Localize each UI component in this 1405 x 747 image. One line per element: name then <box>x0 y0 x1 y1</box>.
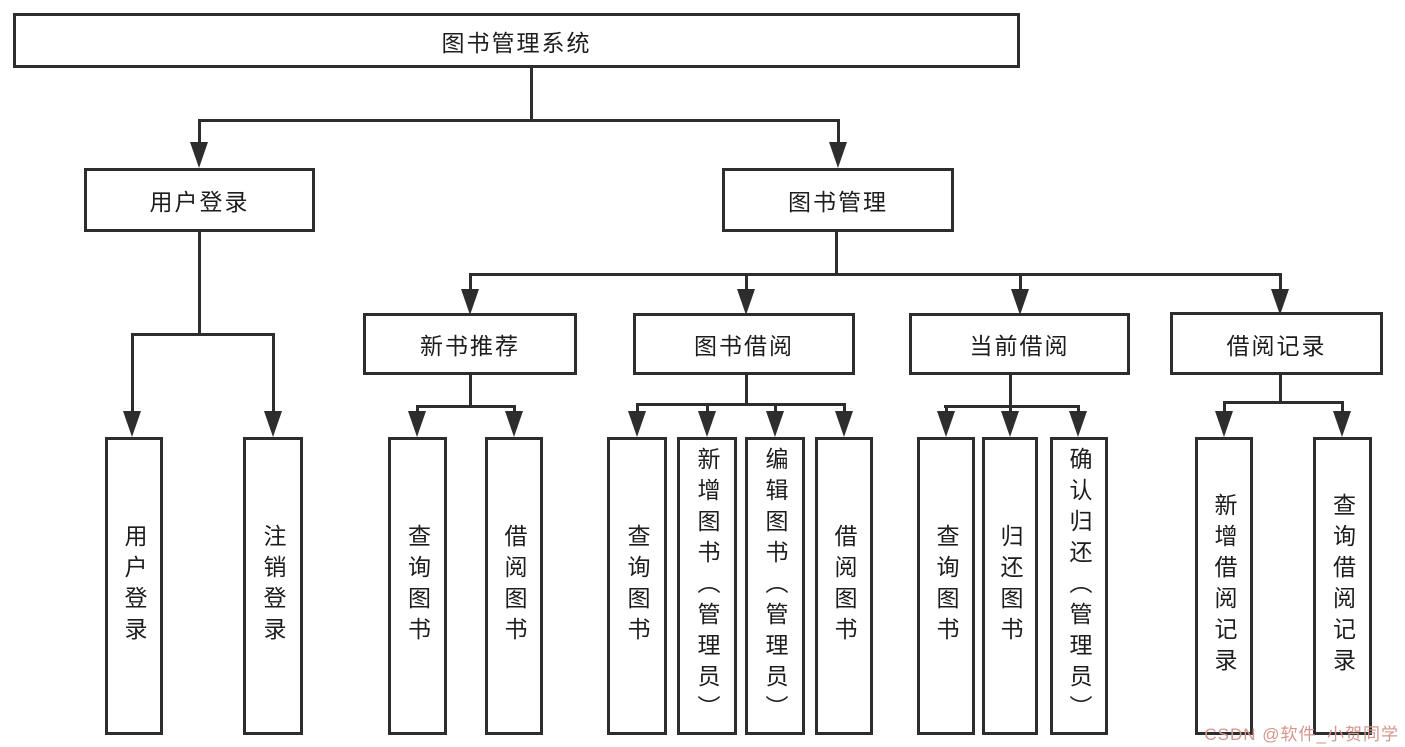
node-library-management-system: 图书管理系统 <box>13 13 1020 68</box>
connector-arm-book-borrow <box>745 276 748 292</box>
leaf-confirm-return-admin: 确认归还（管理员） <box>1050 437 1108 735</box>
connector-borrow-record-rail <box>1223 401 1344 404</box>
leaf-borrow-book-1: 借阅图书 <box>485 437 543 735</box>
connector-user-login-stem <box>198 230 201 336</box>
arrowhead-borrow-record <box>1271 289 1289 315</box>
arrowhead-query-3 <box>937 411 955 437</box>
connector-arm-leaf-logout <box>272 336 275 414</box>
connector-borrow-record-stem <box>1279 373 1282 404</box>
leaf-add-book-admin: 新增图书（管理员） <box>677 437 737 735</box>
connector-arm-query-2 <box>636 405 639 414</box>
arrowhead-add-book <box>698 411 716 437</box>
connector-arm-edit-book <box>774 405 777 414</box>
connector-book-mgmt-stem <box>835 230 838 276</box>
node-current-borrow: 当前借阅 <box>909 313 1130 375</box>
arrowhead-query-2 <box>628 411 646 437</box>
arrowhead-edit-book <box>766 411 784 437</box>
leaf-query-book-3: 查询图书 <box>917 437 975 735</box>
arrowhead-borrow-1 <box>505 411 523 437</box>
node-book-borrow: 图书借阅 <box>633 313 855 375</box>
connector-arm-borrow-record <box>1279 276 1282 292</box>
connector-new-book-rail <box>416 405 516 408</box>
leaf-logout: 注销登录 <box>243 437 303 735</box>
connector-arm-leaf-user-login <box>131 336 134 414</box>
connector-current-borrow-rail <box>944 405 1080 408</box>
arrowhead-return-book <box>1001 411 1019 437</box>
connector-arm-current-borrow <box>1019 276 1022 292</box>
arrowhead-user-login <box>190 142 208 168</box>
connector-arm-new-book <box>469 276 472 292</box>
connector-level3-rail <box>469 273 1282 276</box>
leaf-user-login: 用户登录 <box>105 437 163 735</box>
connector-user-login-rail <box>131 333 275 336</box>
arrowhead-confirm-return <box>1069 411 1087 437</box>
connector-level2-rail <box>198 119 840 122</box>
connector-arm-borrow-2 <box>843 405 846 414</box>
connector-arm-book-management <box>837 122 840 146</box>
connector-arm-query-record <box>1341 403 1344 414</box>
leaf-return-book: 归还图书 <box>982 437 1038 735</box>
arrowhead-leaf-user-login <box>123 411 141 437</box>
leaf-add-borrow-record: 新增借阅记录 <box>1195 437 1253 735</box>
connector-current-borrow-stem <box>1009 373 1012 408</box>
leaf-query-book-1: 查询图书 <box>388 437 447 735</box>
arrowhead-query-1 <box>408 411 426 437</box>
leaf-query-borrow-record: 查询借阅记录 <box>1313 437 1372 735</box>
connector-root-stem <box>530 66 533 122</box>
connector-arm-borrow-1 <box>513 405 516 414</box>
connector-arm-query-3 <box>945 405 948 414</box>
watermark-csdn: CSDN @软件_小贺同学 <box>1204 725 1399 744</box>
arrowhead-borrow-2 <box>835 411 853 437</box>
arrowhead-book-borrow <box>737 289 755 315</box>
connector-arm-confirm-return <box>1077 405 1080 414</box>
connector-arm-query-1 <box>416 405 419 414</box>
node-new-book-recommend: 新书推荐 <box>363 313 577 375</box>
arrowhead-query-record <box>1333 411 1351 437</box>
node-user-login: 用户登录 <box>84 168 315 232</box>
connector-arm-add-book <box>706 405 709 414</box>
leaf-query-book-2: 查询图书 <box>607 437 667 735</box>
node-borrow-record: 借阅记录 <box>1170 312 1383 375</box>
connector-new-book-stem <box>469 373 472 408</box>
arrowhead-book-management <box>829 142 847 168</box>
leaf-borrow-book-2: 借阅图书 <box>815 437 873 735</box>
connector-book-borrow-rail <box>636 403 846 406</box>
connector-arm-add-record <box>1223 403 1226 414</box>
arrowhead-leaf-logout <box>264 411 282 437</box>
connector-book-borrow-stem <box>745 373 748 406</box>
leaf-edit-book-admin: 编辑图书（管理员） <box>745 437 805 735</box>
connector-arm-user-login <box>198 122 201 146</box>
arrowhead-current-borrow <box>1011 289 1029 315</box>
arrowhead-add-record <box>1215 411 1233 437</box>
node-book-management: 图书管理 <box>722 168 954 232</box>
connector-arm-return-book <box>1009 405 1012 414</box>
arrowhead-new-book <box>461 289 479 315</box>
